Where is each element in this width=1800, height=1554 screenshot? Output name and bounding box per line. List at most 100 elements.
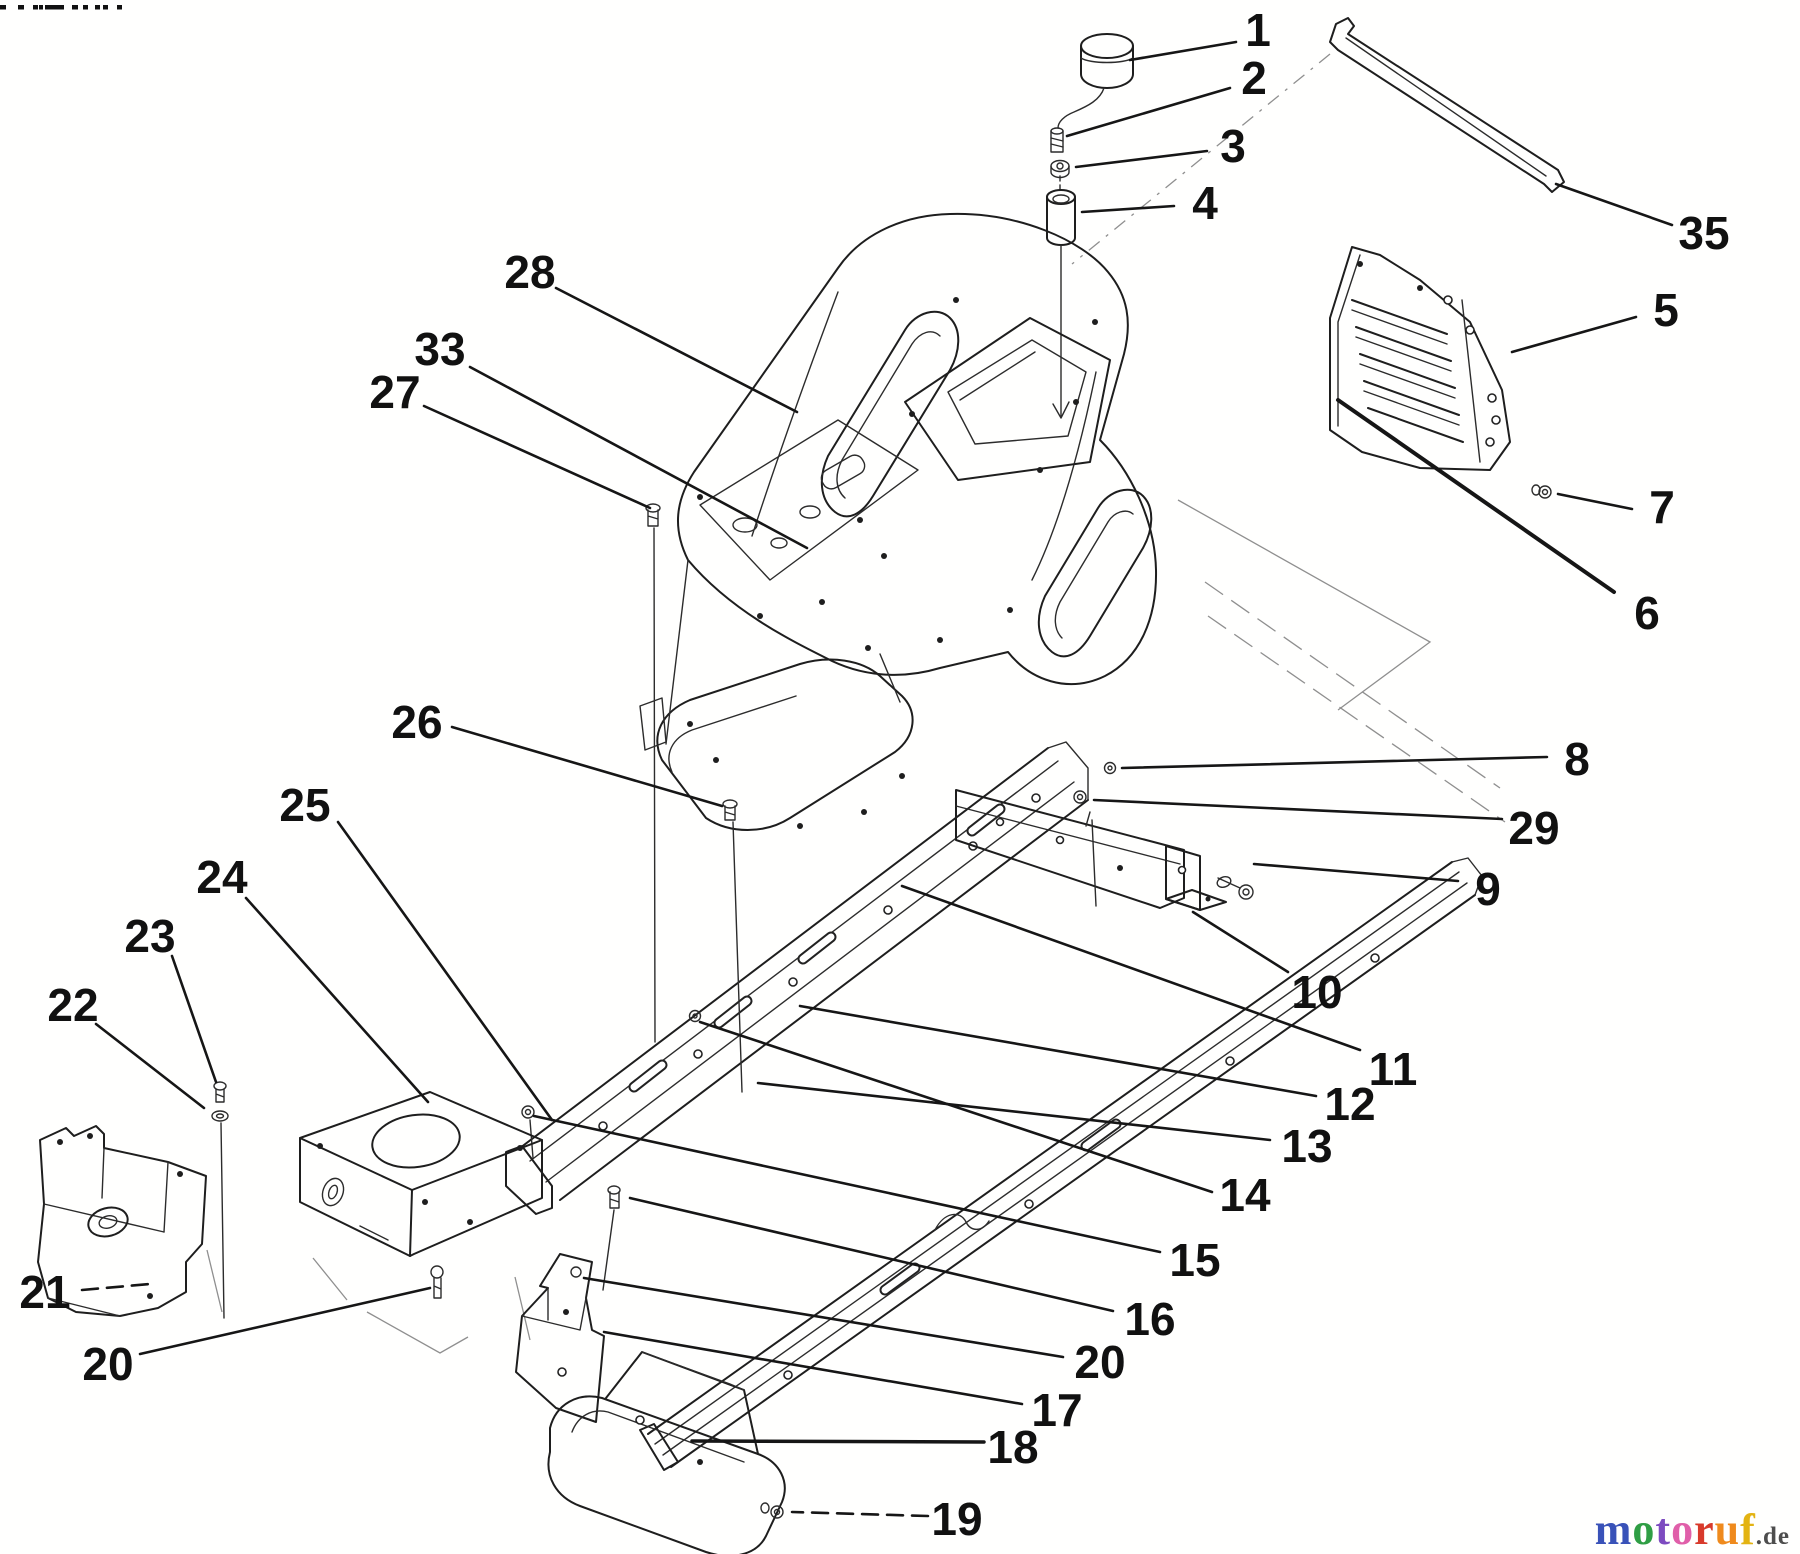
callout-number: 19 [931, 1493, 982, 1545]
logo-letter: f [1740, 1505, 1756, 1554]
frame-rail-part-25 [505, 741, 1089, 1215]
leader-line [468, 365, 809, 550]
leader-line [1080, 204, 1176, 214]
logo-letter: u [1714, 1505, 1741, 1554]
callout-28: 28 [504, 246, 799, 414]
callout-12: 12 [798, 1004, 1376, 1130]
nut-part-15 [521, 1105, 535, 1159]
leader-line [1128, 40, 1238, 62]
callout-number: 25 [279, 779, 330, 831]
clipped-text-mark [39, 5, 43, 10]
clipped-text-mark [18, 5, 24, 10]
callout-2: 2 [1065, 52, 1267, 138]
callout-20: 20 [582, 1276, 1126, 1388]
callout-7: 7 [1556, 481, 1675, 533]
engine-mount-part-24 [299, 1091, 543, 1257]
callout-number: 26 [391, 696, 442, 748]
callout-13: 13 [756, 1081, 1333, 1172]
idler-bracket-part-17 [515, 1253, 605, 1423]
callout-number: 2 [1241, 52, 1267, 104]
leader-line [532, 1114, 1162, 1254]
clipped-text-mark [83, 5, 88, 10]
clipped-text-mark [103, 5, 108, 10]
vented-panel-part-5 [1329, 246, 1511, 471]
support-rail-part-35 [1329, 17, 1565, 193]
belt-cover-part-18 [547, 1351, 786, 1554]
leader-line [1074, 149, 1209, 169]
bolt-part-19 [760, 1502, 784, 1519]
callout-number: 3 [1220, 120, 1246, 172]
callout-number: 9 [1475, 863, 1501, 915]
callout-number: 10 [1291, 966, 1342, 1018]
bolt-part-14 [688, 1009, 702, 1023]
callout-14: 14 [698, 1020, 1271, 1221]
spacer-part-4 [1046, 175, 1076, 419]
knob-part-1 [1057, 33, 1134, 129]
bolt-part-27 [645, 503, 661, 1043]
callout-8: 8 [1120, 733, 1590, 785]
leader-line [1554, 182, 1674, 227]
logo-letter: m [1594, 1505, 1633, 1554]
screw-part-7 [1531, 484, 1552, 499]
leader-line [1556, 492, 1634, 511]
leader-line [422, 404, 652, 510]
bolt-part-8 [1103, 761, 1117, 775]
motoruf-logo[interactable]: motoruf.de [1595, 1508, 1790, 1552]
callout-number: 16 [1124, 1293, 1175, 1345]
shield-bracket-part-21 [37, 1125, 207, 1317]
callout-number: 24 [196, 851, 248, 903]
hidden-frame-lines [1204, 581, 1506, 823]
motoruf-logo-suffix: .de [1755, 1523, 1790, 1550]
callout-16: 16 [628, 1196, 1176, 1345]
callout-number: 13 [1281, 1120, 1332, 1172]
nut-part-3 [1050, 159, 1070, 179]
callout-24: 24 [196, 851, 430, 1104]
leader-line [602, 1330, 1024, 1406]
callout-number: 18 [987, 1421, 1038, 1473]
bolt-part-9 [1216, 876, 1254, 900]
callout-number: 29 [1508, 802, 1559, 854]
callout-number: 17 [1031, 1384, 1082, 1436]
callout-number: 4 [1192, 177, 1218, 229]
clipped-text-mark [33, 5, 38, 10]
louver-slots [1351, 299, 1464, 443]
leader-line [1510, 315, 1638, 354]
leader-line [80, 1282, 152, 1292]
callout-27: 27 [369, 366, 652, 510]
leader-line [1092, 798, 1504, 821]
callout-number: 23 [124, 910, 175, 962]
assembly-axis-chevron [1177, 499, 1432, 711]
callout-number: 20 [82, 1338, 133, 1390]
assembly-axis-lines-lower [206, 1249, 531, 1354]
leader-line [1120, 755, 1549, 770]
callout-number: 21 [19, 1266, 70, 1318]
callout-number: 8 [1564, 733, 1590, 785]
leader-line [170, 954, 218, 1084]
cross-member-part-11 [955, 789, 1185, 909]
callout-6: 6 [1336, 398, 1660, 639]
callout-3: 3 [1074, 120, 1246, 172]
logo-letter: r [1694, 1505, 1715, 1554]
washer-part-22 [211, 1110, 229, 1319]
callout-21: 21 [19, 1266, 152, 1318]
leader-line [1065, 86, 1232, 138]
callout-number: 33 [414, 323, 465, 375]
clipped-header-text [0, 5, 122, 10]
clipped-text-mark [72, 5, 78, 10]
callout-number: 5 [1653, 284, 1679, 336]
clipped-text-mark [95, 5, 100, 10]
motoruf-logo-letters: motoruf [1595, 1505, 1756, 1554]
bracket-part-10 [1165, 845, 1227, 911]
leader-line [1252, 862, 1460, 883]
leader-line [756, 1081, 1272, 1142]
assembly-axis-line [1071, 53, 1331, 265]
callout-number: 20 [1074, 1336, 1125, 1388]
leader-line [336, 820, 554, 1122]
clipped-text-mark [117, 5, 122, 10]
logo-letter: o [1671, 1505, 1695, 1554]
leader-line [1336, 398, 1616, 594]
leader-line [244, 896, 430, 1104]
callout-number: 12 [1324, 1078, 1375, 1130]
seat-platform-part-33 [904, 297, 1111, 481]
